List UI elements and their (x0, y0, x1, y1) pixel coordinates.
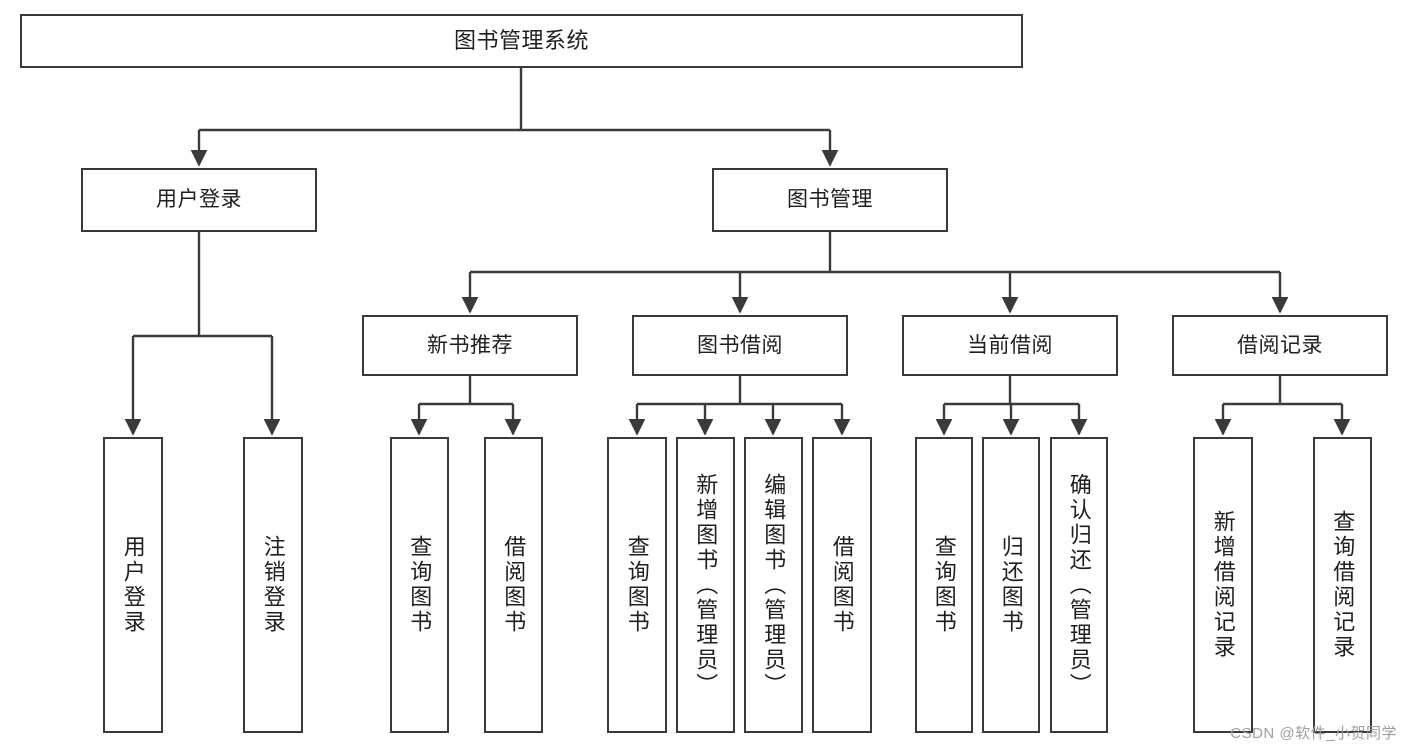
leaf-query-books-borrow[interactable]: 查询图书 (607, 437, 667, 733)
node-label: 用户登录 (156, 188, 242, 212)
node-label: 图书管理 (787, 188, 873, 212)
node-label: 图书管理系统 (453, 27, 589, 53)
node-book-management[interactable]: 图书管理 (712, 168, 948, 232)
leaf-return-books[interactable]: 归还图书 (982, 437, 1040, 733)
node-book-borrow[interactable]: 图书借阅 (632, 315, 848, 376)
node-current-borrow[interactable]: 当前借阅 (902, 315, 1118, 376)
node-label: 新增借阅记录 (1210, 510, 1236, 660)
node-label: 查询图书 (624, 535, 650, 635)
node-label: 新增图书（管理员） (693, 472, 719, 698)
node-root-system[interactable]: 图书管理系统 (20, 14, 1023, 68)
leaf-add-borrow-record[interactable]: 新增借阅记录 (1193, 437, 1253, 733)
node-label: 借阅图书 (501, 535, 527, 635)
leaf-query-borrow-record[interactable]: 查询借阅记录 (1313, 437, 1372, 733)
node-label: 查询图书 (931, 535, 957, 635)
node-label: 当前借阅 (967, 333, 1053, 357)
node-label: 用户登录 (120, 535, 146, 635)
leaf-user-login[interactable]: 用户登录 (103, 437, 163, 733)
node-label: 图书借阅 (697, 333, 783, 357)
node-new-book-recommend[interactable]: 新书推荐 (362, 315, 578, 376)
leaf-query-books-recommend[interactable]: 查询图书 (390, 437, 449, 733)
leaf-edit-book-admin[interactable]: 编辑图书（管理员） (744, 437, 803, 733)
node-label: 借阅记录 (1237, 333, 1323, 357)
node-user-login[interactable]: 用户登录 (81, 168, 317, 232)
node-label: 借阅图书 (829, 535, 855, 635)
node-label: 查询借阅记录 (1330, 510, 1356, 660)
leaf-query-books-current[interactable]: 查询图书 (915, 437, 973, 733)
leaf-borrow-books[interactable]: 借阅图书 (812, 437, 872, 733)
node-label: 新书推荐 (427, 333, 513, 357)
csdn-watermark: CSDN @软件_小贺同学 (1230, 725, 1397, 742)
leaf-add-book-admin[interactable]: 新增图书（管理员） (676, 437, 735, 733)
leaf-logout[interactable]: 注销登录 (243, 437, 303, 733)
node-borrow-records[interactable]: 借阅记录 (1172, 315, 1388, 376)
leaf-borrow-books-recommend[interactable]: 借阅图书 (484, 437, 543, 733)
leaf-confirm-return-admin[interactable]: 确认归还（管理员） (1050, 437, 1108, 733)
node-label: 归还图书 (998, 535, 1024, 635)
node-label: 查询图书 (407, 535, 433, 635)
node-label: 编辑图书（管理员） (761, 472, 787, 698)
node-label: 确认归还（管理员） (1066, 472, 1092, 698)
node-label: 注销登录 (260, 535, 286, 635)
